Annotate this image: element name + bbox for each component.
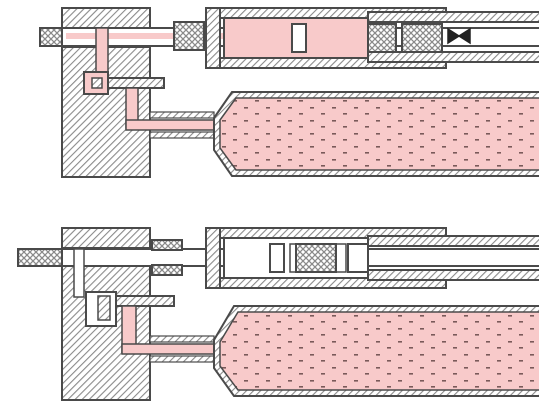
outlet-channel-wall-lower: [149, 131, 215, 139]
check-valve-icon: [447, 27, 471, 45]
seal-block: [173, 21, 205, 51]
outlet-channel: [121, 343, 217, 355]
side-port-arm: [107, 77, 165, 89]
outlet-channel-wall: [149, 335, 215, 343]
piston-upper: [291, 23, 307, 53]
seal-block-lower: [151, 264, 183, 276]
outer-sleeve-bottom: [367, 51, 539, 63]
upper-panel: [39, 7, 539, 178]
outlet-channel-wall: [149, 111, 215, 119]
rod-seal-left: [347, 243, 369, 273]
vertical-channel-a: [73, 248, 85, 298]
seal-block: [151, 239, 183, 251]
rod-seal-left: [367, 23, 397, 53]
outer-sleeve-top: [367, 11, 539, 23]
cylinder-housing-left: [205, 7, 221, 69]
cylinder-housing-left: [205, 227, 221, 289]
outlet-channel-wall-lower: [149, 355, 215, 363]
outer-sleeve-top: [367, 235, 539, 247]
piston-lower: [269, 243, 285, 273]
valve-pocket-insert: [97, 295, 111, 321]
side-port-arm: [115, 295, 175, 307]
piston-fluid-gap: [289, 243, 347, 273]
inlet-seal: [17, 248, 63, 267]
outer-sleeve-bottom: [367, 269, 539, 281]
manifold-top-cap: [61, 7, 151, 29]
manifold-top-cap: [61, 227, 151, 249]
vertical-channel-a: [95, 27, 109, 75]
reservoir-tank-fluid: [219, 97, 539, 171]
outlet-channel: [125, 119, 217, 131]
reservoir-tank-fluid: [219, 311, 539, 391]
valve-pocket-insert: [91, 77, 103, 89]
rod-seal-right: [401, 23, 443, 53]
lower-panel: [17, 227, 539, 401]
piston-seal: [295, 243, 337, 273]
